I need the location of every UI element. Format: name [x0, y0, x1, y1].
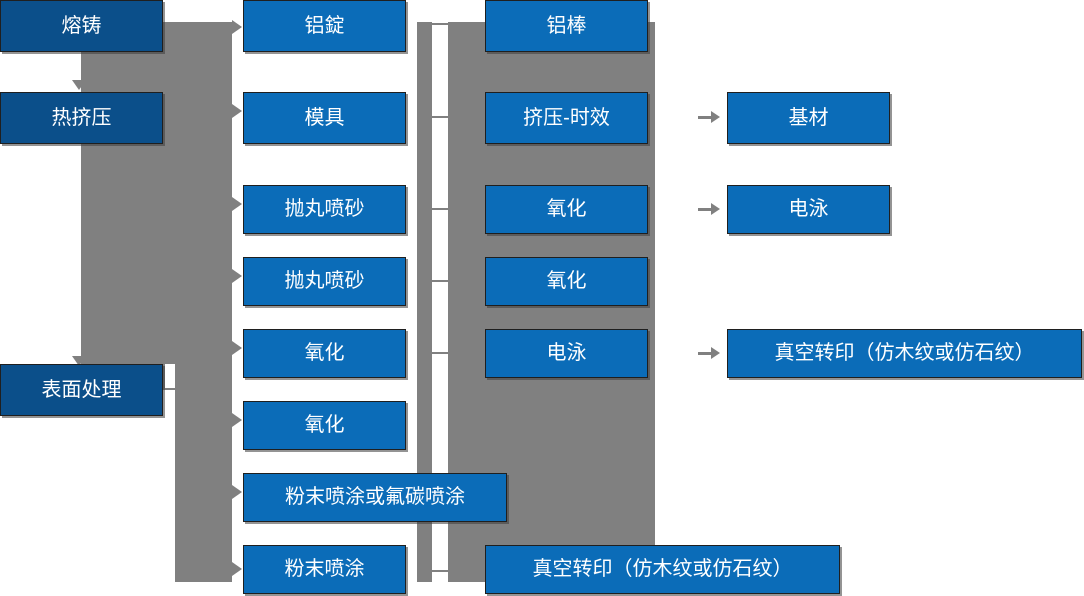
process-box-oxidation-col2-1[interactable]: 氧化: [243, 329, 406, 378]
process-box-oxidation-col3-2[interactable]: 氧化: [485, 257, 648, 306]
connector-arrow-col2-8: [232, 562, 242, 576]
connector-tick-4: [432, 280, 448, 282]
arrow-head-transfer: [711, 347, 720, 359]
process-box-shot-blasting-1[interactable]: 抛丸喷砂: [243, 185, 406, 234]
connector-tick-1: [432, 23, 448, 25]
connector-tick-3: [432, 208, 448, 210]
process-box-mold[interactable]: 模具: [243, 92, 406, 144]
output-box-base-material[interactable]: 基材: [727, 92, 890, 144]
connector-arrow-col2-5: [232, 341, 242, 355]
stage-box-hot-extrusion[interactable]: 热挤压: [0, 92, 163, 144]
process-label-electrophoresis-col3: 电泳: [546, 342, 587, 364]
process-box-powder-or-fluorocarbon-coating[interactable]: 粉末喷涂或氟碳喷涂: [243, 473, 507, 522]
process-box-shot-blasting-2[interactable]: 抛丸喷砂: [243, 257, 406, 306]
process-box-electrophoresis-col3[interactable]: 电泳: [485, 329, 648, 378]
stage-label-melt-cast: 熔铸: [61, 14, 102, 37]
process-label-mold: 模具: [304, 106, 345, 129]
connector-arrow-col2-3: [232, 197, 242, 211]
process-box-extrusion-aging[interactable]: 挤压-时效: [485, 92, 648, 144]
arrow-head-base: [711, 111, 720, 123]
connector-notch-down-2: [72, 356, 86, 366]
process-label-aluminum-bar: 铝棒: [546, 14, 587, 37]
output-label-base-material: 基材: [788, 106, 829, 129]
output-label-vacuum-transfer: 真空转印（仿木纹或仿石纹）: [774, 342, 1035, 364]
connector-tick-6: [432, 570, 448, 572]
process-label-oxidation-col3-1: 氧化: [546, 198, 587, 220]
process-box-powder-coating[interactable]: 粉末喷涂: [243, 545, 406, 594]
connector-tick-5: [432, 352, 448, 354]
process-box-aluminum-bar[interactable]: 铝棒: [485, 0, 648, 52]
process-label-powder-or-fluorocarbon-coating: 粉末喷涂或氟碳喷涂: [285, 486, 465, 508]
connector-arrow-col2-2: [232, 104, 242, 118]
arrow-line-base: [698, 116, 712, 119]
connector-band-left-lower: [175, 364, 232, 582]
process-label-aluminum-ingot: 铝錠: [304, 14, 345, 37]
stage-box-melt-cast[interactable]: 熔铸: [0, 0, 163, 52]
connector-band-left-main: [81, 143, 232, 364]
connector-arrow-col2-7: [232, 485, 242, 499]
connector-rail-middle: [417, 22, 432, 582]
process-box-oxidation-col2-2[interactable]: 氧化: [243, 401, 406, 450]
process-label-oxidation-col3-2: 氧化: [546, 270, 587, 292]
process-label-shot-blasting-2: 抛丸喷砂: [284, 270, 365, 292]
output-label-electrophoresis: 电泳: [788, 198, 829, 220]
connector-stub-surface: [163, 388, 183, 390]
process-label-powder-coating: 粉末喷涂: [284, 558, 365, 580]
process-box-oxidation-col3-1[interactable]: 氧化: [485, 185, 648, 234]
process-label-oxidation-col2-2: 氧化: [304, 414, 345, 436]
process-label-vacuum-transfer-bottom: 真空转印（仿木纹或仿石纹）: [532, 558, 793, 580]
process-box-aluminum-ingot[interactable]: 铝錠: [243, 0, 406, 52]
process-label-shot-blasting-1: 抛丸喷砂: [284, 198, 365, 220]
connector-tick-2: [432, 116, 448, 118]
process-label-extrusion-aging: 挤压-时效: [523, 106, 610, 129]
connector-arrow-col2-4: [232, 269, 242, 283]
output-box-electrophoresis[interactable]: 电泳: [727, 185, 890, 234]
stage-box-surface-treatment[interactable]: 表面处理: [0, 364, 163, 416]
connector-stub-surface-vertical: [163, 364, 165, 390]
connector-arrow-col2-6: [232, 413, 242, 427]
connector-arrow-col2-1: [232, 20, 242, 34]
output-box-vacuum-transfer[interactable]: 真空转印（仿木纹或仿石纹）: [727, 329, 1082, 378]
arrow-line-transfer: [698, 352, 712, 355]
stage-label-hot-extrusion: 热挤压: [51, 106, 112, 129]
stage-label-surface-treatment: 表面处理: [41, 378, 122, 401]
process-box-vacuum-transfer-bottom[interactable]: 真空转印（仿木纹或仿石纹）: [485, 545, 840, 594]
arrow-head-electro: [711, 203, 720, 215]
connector-notch-down-1: [72, 80, 86, 90]
arrow-line-electro: [698, 208, 712, 211]
process-label-oxidation-col2-1: 氧化: [304, 342, 345, 364]
